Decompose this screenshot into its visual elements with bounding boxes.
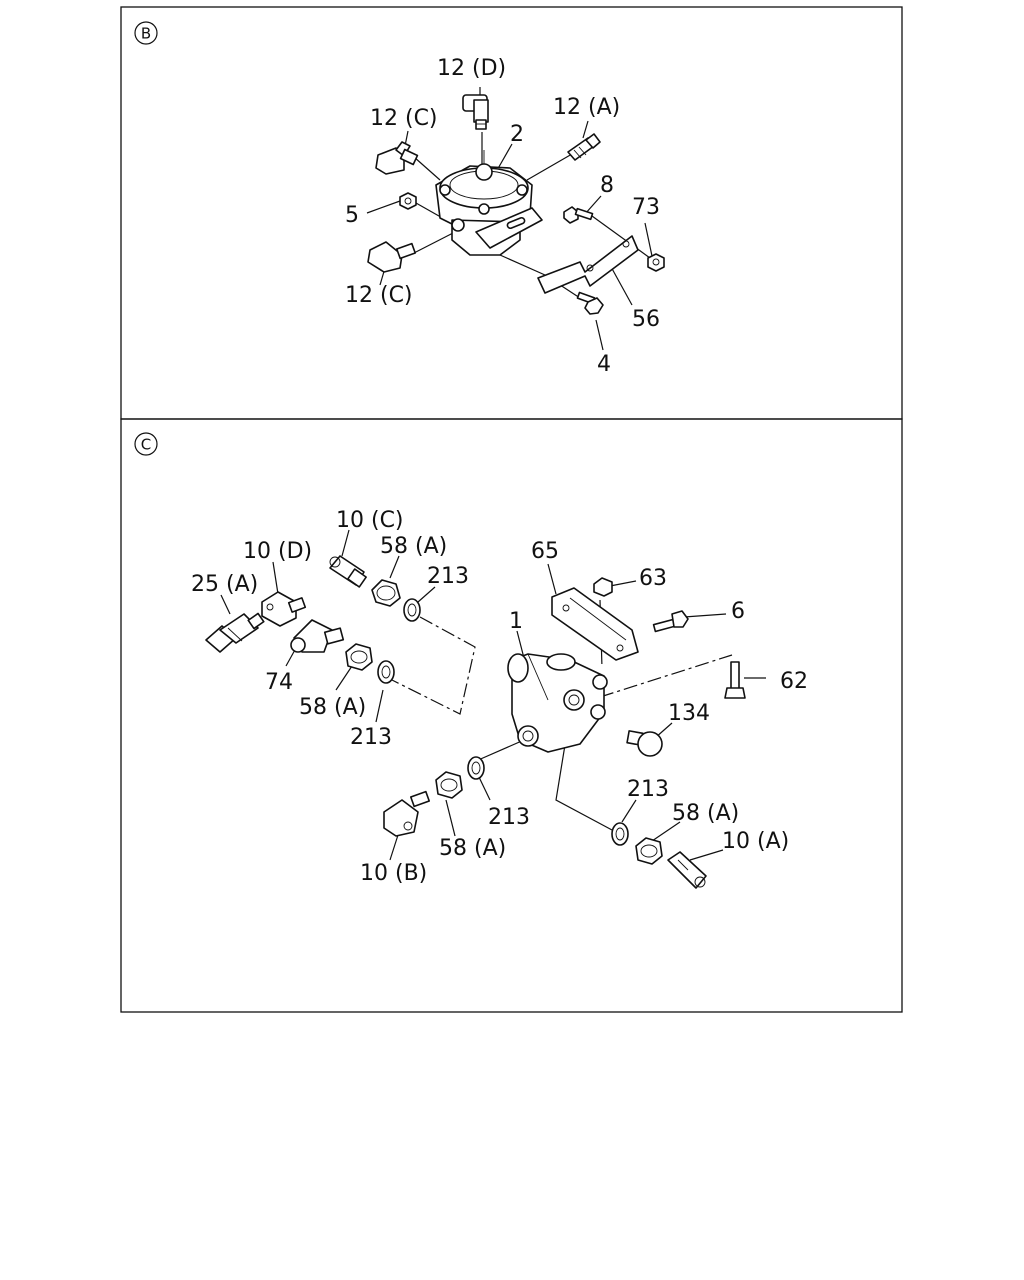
label-12c-lower: 12 (C) bbox=[345, 283, 413, 308]
panel-b-badge-text: B bbox=[141, 25, 151, 43]
bushing-58a-left bbox=[345, 643, 373, 671]
label-58a-center: 58 (A) bbox=[439, 836, 506, 861]
label-213-top: 213 bbox=[427, 564, 469, 589]
label-25a: 25 (A) bbox=[191, 572, 258, 597]
panel-c-badge: C bbox=[134, 432, 158, 456]
fitting-10b bbox=[383, 790, 431, 837]
bolt-8 bbox=[563, 206, 594, 224]
label-1: 1 bbox=[509, 609, 523, 634]
washer-213-center bbox=[467, 756, 485, 780]
label-63: 63 bbox=[639, 566, 667, 591]
washer-213-top bbox=[403, 598, 421, 622]
label-2: 2 bbox=[510, 122, 524, 147]
label-62: 62 bbox=[780, 669, 808, 694]
panel-b: B bbox=[120, 6, 903, 420]
plug-134 bbox=[626, 730, 663, 757]
bolt-62 bbox=[724, 661, 746, 699]
fitting-12d bbox=[462, 94, 489, 130]
label-12c-upper: 12 (C) bbox=[370, 106, 438, 131]
panel-c-labels: 10 (C) 10 (D) 58 (A) 213 25 (A) 65 63 6 … bbox=[191, 508, 808, 886]
panel-b-labels: 12 (D) 12 (C) 12 (A) 2 8 73 5 12 (C) 56 … bbox=[345, 56, 660, 377]
fitting-74 bbox=[290, 619, 345, 653]
label-213-center: 213 bbox=[488, 805, 530, 830]
label-213-right: 213 bbox=[627, 777, 669, 802]
label-12a: 12 (A) bbox=[553, 95, 620, 120]
bolt-6 bbox=[652, 610, 689, 633]
fitting-12c-upper bbox=[375, 141, 419, 175]
label-10d: 10 (D) bbox=[243, 539, 312, 564]
panel-b-badge: B bbox=[134, 21, 158, 45]
bolt-4 bbox=[576, 291, 604, 315]
nut-73 bbox=[647, 253, 665, 272]
bracket-65 bbox=[551, 587, 639, 661]
panel-c-badge-text: C bbox=[141, 436, 151, 454]
valve-body-1 bbox=[507, 653, 608, 753]
label-213-left: 213 bbox=[350, 725, 392, 750]
washer-213-left bbox=[377, 660, 395, 684]
label-58a-right: 58 (A) bbox=[672, 801, 739, 826]
bushing-58a-right bbox=[635, 837, 663, 865]
label-8: 8 bbox=[600, 173, 614, 198]
label-5: 5 bbox=[345, 203, 359, 228]
bushing-58a-center bbox=[435, 771, 463, 799]
label-10a: 10 (A) bbox=[722, 829, 789, 854]
label-134: 134 bbox=[668, 701, 710, 726]
fitting-10a bbox=[667, 851, 707, 889]
label-73: 73 bbox=[632, 195, 660, 220]
fitting-12c-lower bbox=[367, 241, 417, 273]
fitting-10d bbox=[261, 591, 307, 627]
label-4: 4 bbox=[597, 352, 611, 377]
label-12d: 12 (D) bbox=[437, 56, 506, 81]
panel-c-frame bbox=[120, 418, 903, 1013]
sensor-25a bbox=[205, 612, 265, 653]
valve-2 bbox=[435, 150, 543, 256]
fitting-10c bbox=[329, 555, 367, 588]
bracket-56 bbox=[537, 235, 639, 294]
label-10c: 10 (C) bbox=[336, 508, 404, 533]
label-10b: 10 (B) bbox=[360, 861, 427, 886]
nut-63 bbox=[593, 577, 613, 597]
nut-5 bbox=[399, 192, 417, 210]
label-65: 65 bbox=[531, 539, 559, 564]
fitting-12a bbox=[567, 133, 601, 161]
label-6: 6 bbox=[731, 599, 745, 624]
washer-213-right bbox=[611, 822, 629, 846]
label-56: 56 bbox=[632, 307, 660, 332]
bushing-58a-top bbox=[371, 579, 401, 607]
panel-c: C bbox=[120, 418, 903, 1013]
label-74: 74 bbox=[265, 670, 293, 695]
label-58a-top: 58 (A) bbox=[380, 534, 447, 559]
label-58a-left: 58 (A) bbox=[299, 695, 366, 720]
